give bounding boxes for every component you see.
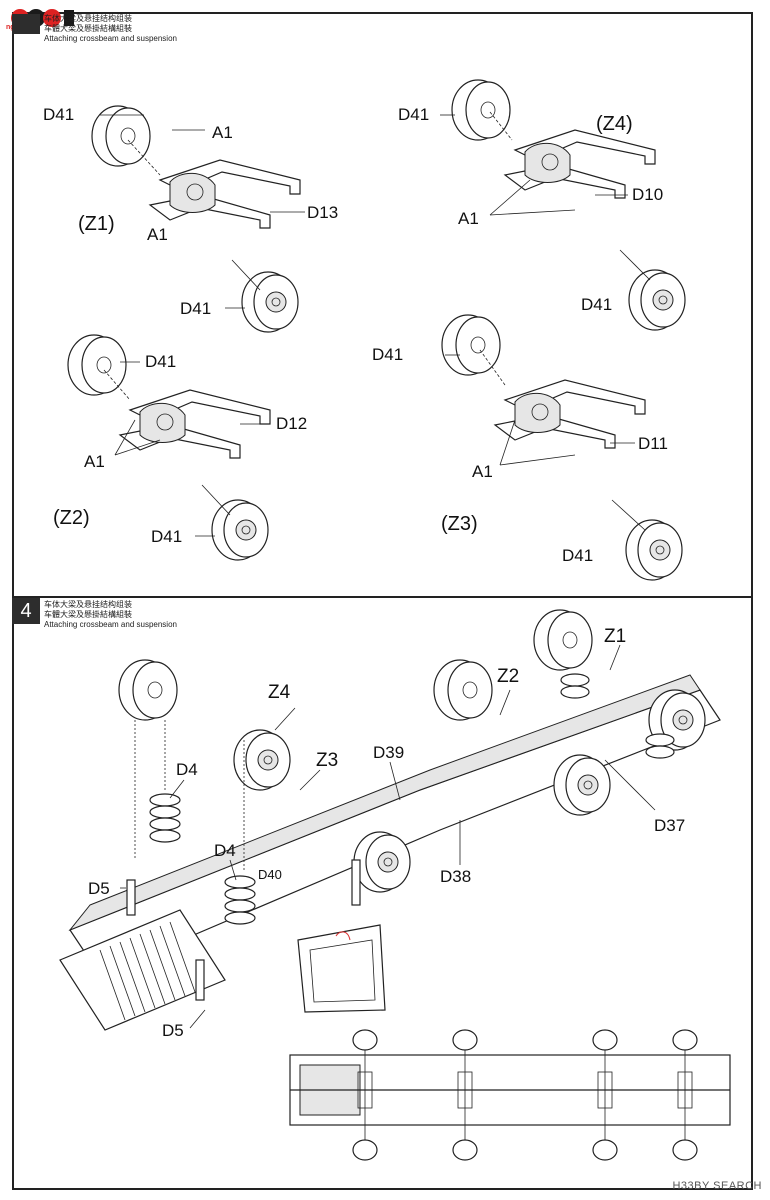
part-label-a1: A1 — [212, 123, 233, 142]
caption-line: Attaching crossbeam and suspension — [44, 34, 177, 43]
group-label-z2: (Z2) — [53, 507, 90, 529]
group-label-z3: (Z3) — [441, 513, 478, 535]
part-label-d37: D37 — [654, 816, 686, 835]
part-label-d39: D39 — [373, 743, 405, 762]
part-label-d13: D13 — [307, 203, 339, 222]
part-label-d41: D41 — [151, 527, 183, 546]
watermark: H33BY SEARCH — [672, 1180, 762, 1192]
part-label-d10: D10 — [632, 185, 664, 204]
caption-line: 车體大梁及懸掛結構組裝 — [44, 610, 132, 619]
part-label-d41: D41 — [581, 295, 613, 314]
step-number-top — [12, 14, 40, 34]
part-label-d5: D5 — [88, 879, 110, 898]
part-label-d41: D41 — [145, 352, 177, 371]
assembly-label-z2: Z2 — [497, 666, 520, 687]
part-label-d41: D41 — [372, 345, 404, 364]
part-label-d41: D41 — [43, 105, 75, 124]
part-label-a1: A1 — [147, 225, 168, 244]
assembly-label-z1: Z1 — [604, 626, 627, 647]
section-divider — [12, 596, 753, 598]
group-label-z1: (Z1) — [78, 213, 115, 235]
assembly-label-z4: Z4 — [268, 682, 291, 703]
part-label-d4: D4 — [214, 841, 236, 860]
step-caption-top: 车体大梁及悬挂结构组装 车體大梁及懸掛結構組裝 Attaching crossb… — [44, 14, 177, 44]
part-label-d38: D38 — [440, 867, 472, 886]
caption-line: 车体大梁及悬挂结构组装 — [44, 600, 132, 609]
part-label-d12: D12 — [276, 414, 308, 433]
caption-line: 车體大梁及懸掛結構組裝 — [44, 24, 132, 33]
part-label-d41: D41 — [398, 105, 430, 124]
step-number-4: 4 — [12, 598, 40, 624]
part-label-a1: A1 — [472, 462, 493, 481]
part-label-d40: D40 — [258, 867, 282, 882]
caption-line: 车体大梁及悬挂结构组装 — [44, 14, 132, 23]
step-caption-4: 车体大梁及悬挂结构组装 车體大梁及懸掛結構組裝 Attaching crossb… — [44, 600, 177, 630]
part-label-d41: D41 — [562, 546, 594, 565]
group-label-z4: (Z4) — [596, 113, 633, 135]
part-label-d41: D41 — [180, 299, 212, 318]
caption-line: Attaching crossbeam and suspension — [44, 620, 177, 629]
part-label-d11: D11 — [638, 434, 668, 453]
part-label-d5: D5 — [162, 1021, 184, 1040]
part-label-a1: A1 — [84, 452, 105, 471]
part-label-d4: D4 — [176, 760, 198, 779]
part-label-a1: A1 — [458, 209, 479, 228]
assembly-label-z3: Z3 — [316, 750, 339, 771]
